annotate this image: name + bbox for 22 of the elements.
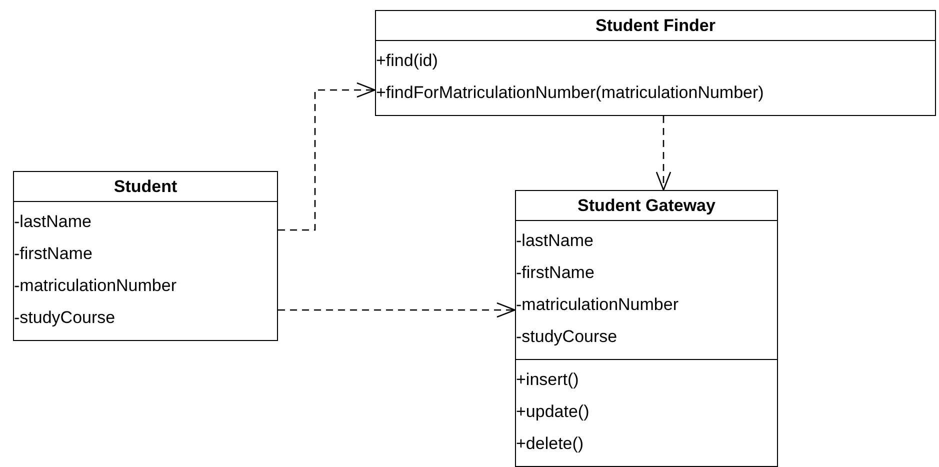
attribute-text: -studyCourse [516,326,618,348]
class-box [375,10,936,116]
attribute-text: -matriculationNumber [14,275,178,297]
attribute-text: -studyCourse [14,307,116,329]
dependency-arrow [656,116,672,191]
attribute-text: -lastName [14,211,92,233]
attribute-text: -lastName [516,230,594,252]
class-name: Student Gateway [516,191,777,221]
class-name: Student [14,172,277,202]
class-box [13,171,278,341]
dependency-arrow [278,82,376,231]
method-text: +delete() [516,433,585,455]
attribute-text: -firstName [14,243,94,265]
attribute-text: -matriculationNumber [516,294,680,316]
class-box [515,190,778,467]
method-text: +update() [516,401,590,423]
method-text: +insert() [516,369,580,391]
method-text: +findForMatriculationNumber(matriculationNumber) [376,82,765,104]
attribute-text: -firstName [516,262,596,284]
class-name: Student Finder [376,11,935,41]
dependency-arrow [278,302,516,318]
method-text: +find(id) [376,50,439,72]
